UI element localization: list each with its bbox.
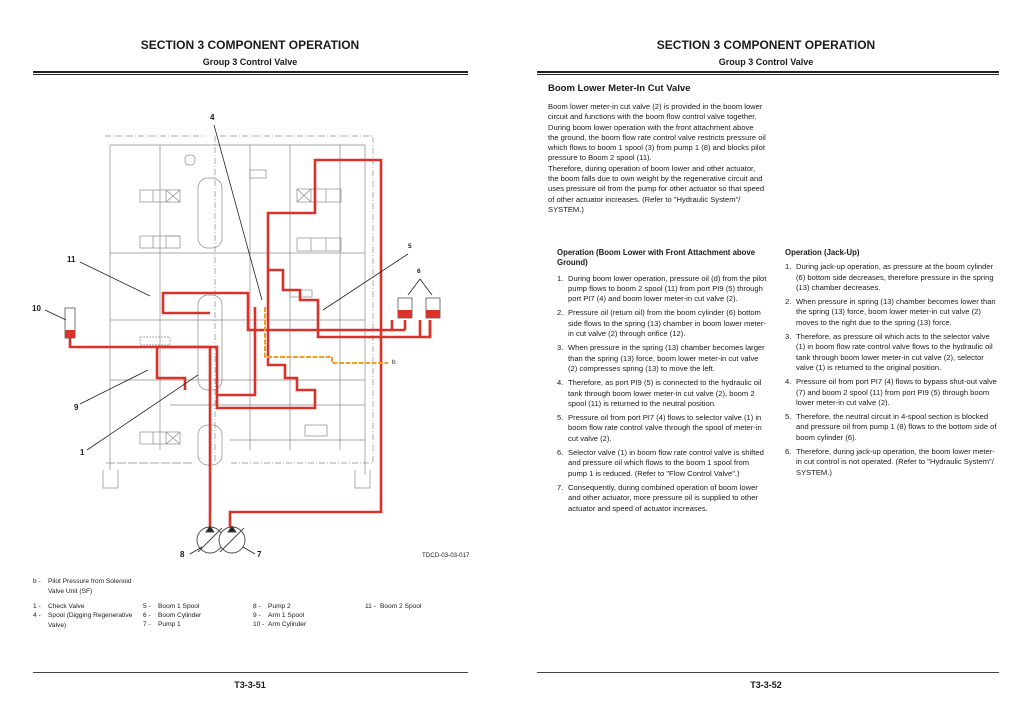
group-title: Group 3 Control Valve [718, 57, 814, 67]
legend-key: 11 - [365, 603, 376, 610]
legend-b-text: Pilot Pressure from Solenoid Valve Unit … [48, 578, 132, 595]
legend-text: Pump 1 [158, 621, 181, 628]
pilot-pressure-line [264, 307, 388, 364]
list-item: 4.Therefore, as port PI9 (5) is connecte… [557, 378, 762, 408]
figure-code: TDCD-03-03-017 [422, 552, 470, 559]
callout-6: 6 [417, 268, 421, 275]
page-number: T3-3-52 [750, 680, 782, 690]
section-heading: Operation (Jack-Up) [785, 248, 860, 257]
legend-text: Arm Cylinder [268, 621, 307, 628]
legend-key: 4 - [33, 612, 41, 619]
list-item: 2.Pressure oil (return oil) from the boo… [557, 308, 766, 339]
legend-text: Boom 2 Spool [380, 603, 422, 610]
boom-cylinders [397, 297, 441, 319]
section-heading: Operation (Boom Lower with Front Attachm… [557, 248, 756, 268]
drain-line [109, 144, 366, 475]
list-item: 3.When pressure in the spring (13) chamb… [557, 343, 765, 373]
callout-9: 9 [74, 403, 79, 412]
legend-key: 1 - [33, 603, 41, 610]
list-item: 6.Selector valve (1) in boom flow rate c… [557, 448, 764, 478]
intro-paragraph: Therefore, during operation of boom lowe… [548, 163, 765, 214]
legend-key: 9 - [253, 612, 261, 619]
intro-text: Boom lower meter-in cut valve (2) is pro… [548, 102, 766, 215]
intro-paragraph: During boom lower operation with the fro… [548, 122, 766, 163]
legend-text: Check Valve [48, 603, 85, 610]
callout-b: b [392, 359, 396, 366]
legend-text: Arm 1 Spool [268, 612, 305, 619]
header-divider [537, 71, 999, 75]
list-item: 5.Pressure oil from port PI7 (4) flows t… [557, 413, 762, 443]
legend-text: Boom Cylinder [158, 612, 202, 619]
footer-divider [33, 672, 468, 673]
list-item: 4.Pressure oil from port PI7 (4) flows t… [785, 377, 997, 407]
legend-b-key: b - [33, 578, 41, 585]
intro-paragraph: Boom lower meter-in cut valve (2) is pro… [548, 102, 763, 122]
callout-4: 4 [210, 113, 215, 122]
list-item: 2.When pressure in spring (13) chamber b… [785, 297, 996, 327]
callout-1: 1 [80, 448, 85, 457]
arm-cylinder [64, 307, 76, 339]
list-item: 5.Therefore, the neutral circuit in 4-sp… [785, 412, 997, 442]
list-item: 3.Therefore, as pressure oil which acts … [785, 332, 993, 372]
tank-symbols [102, 470, 371, 489]
legend-text: Boom 1 Spool [158, 603, 200, 610]
legend-key: 7 - [143, 621, 151, 628]
legend-key: 10 - [253, 621, 265, 628]
pumps [196, 525, 246, 554]
callout-10: 10 [32, 304, 41, 313]
legend-key: 5 - [143, 603, 151, 610]
article-title: Boom Lower Meter-In Cut Valve [548, 83, 691, 94]
header-divider [33, 71, 468, 75]
page-number: T3-3-51 [234, 680, 266, 690]
list-item: 1.During boom lower operation, pressure … [557, 273, 767, 304]
section-title: SECTION 3 COMPONENT OPERATION [656, 38, 876, 52]
callout-leaders [44, 124, 433, 555]
list-item: 7.Consequently, during combined operatio… [557, 482, 758, 513]
section-title: SECTION 3 COMPONENT OPERATION [140, 38, 360, 52]
group-title: Group 3 Control Valve [202, 57, 298, 67]
callout-11: 11 [67, 255, 76, 264]
operation-jack-up: Operation (Jack-Up) 1.During jack-up ope… [785, 248, 1000, 482]
operation-boom-lower: Operation (Boom Lower with Front Attachm… [557, 248, 769, 518]
legend-text: Pump 2 [268, 603, 291, 610]
spool-valves [139, 154, 342, 445]
footer-divider [537, 672, 999, 673]
control-valve-housing-left [105, 135, 374, 464]
callout-5: 5 [408, 243, 412, 250]
list-item: 1.During jack-up operation, as pressure … [785, 262, 994, 292]
legend-key: 6 - [143, 612, 151, 619]
legend-key: 8 - [253, 603, 261, 610]
center-bypass-passage [197, 177, 223, 249]
pressure-oil-lines [68, 158, 432, 530]
legend-text: Spool (Digging Regenerative Valve) [48, 612, 133, 629]
callout-8: 8 [180, 550, 185, 559]
callout-7: 7 [257, 550, 262, 559]
hydraulic-circuit-diagram [44, 124, 441, 555]
list-item: 6.Therefore, during jack-up operation, t… [785, 447, 995, 477]
